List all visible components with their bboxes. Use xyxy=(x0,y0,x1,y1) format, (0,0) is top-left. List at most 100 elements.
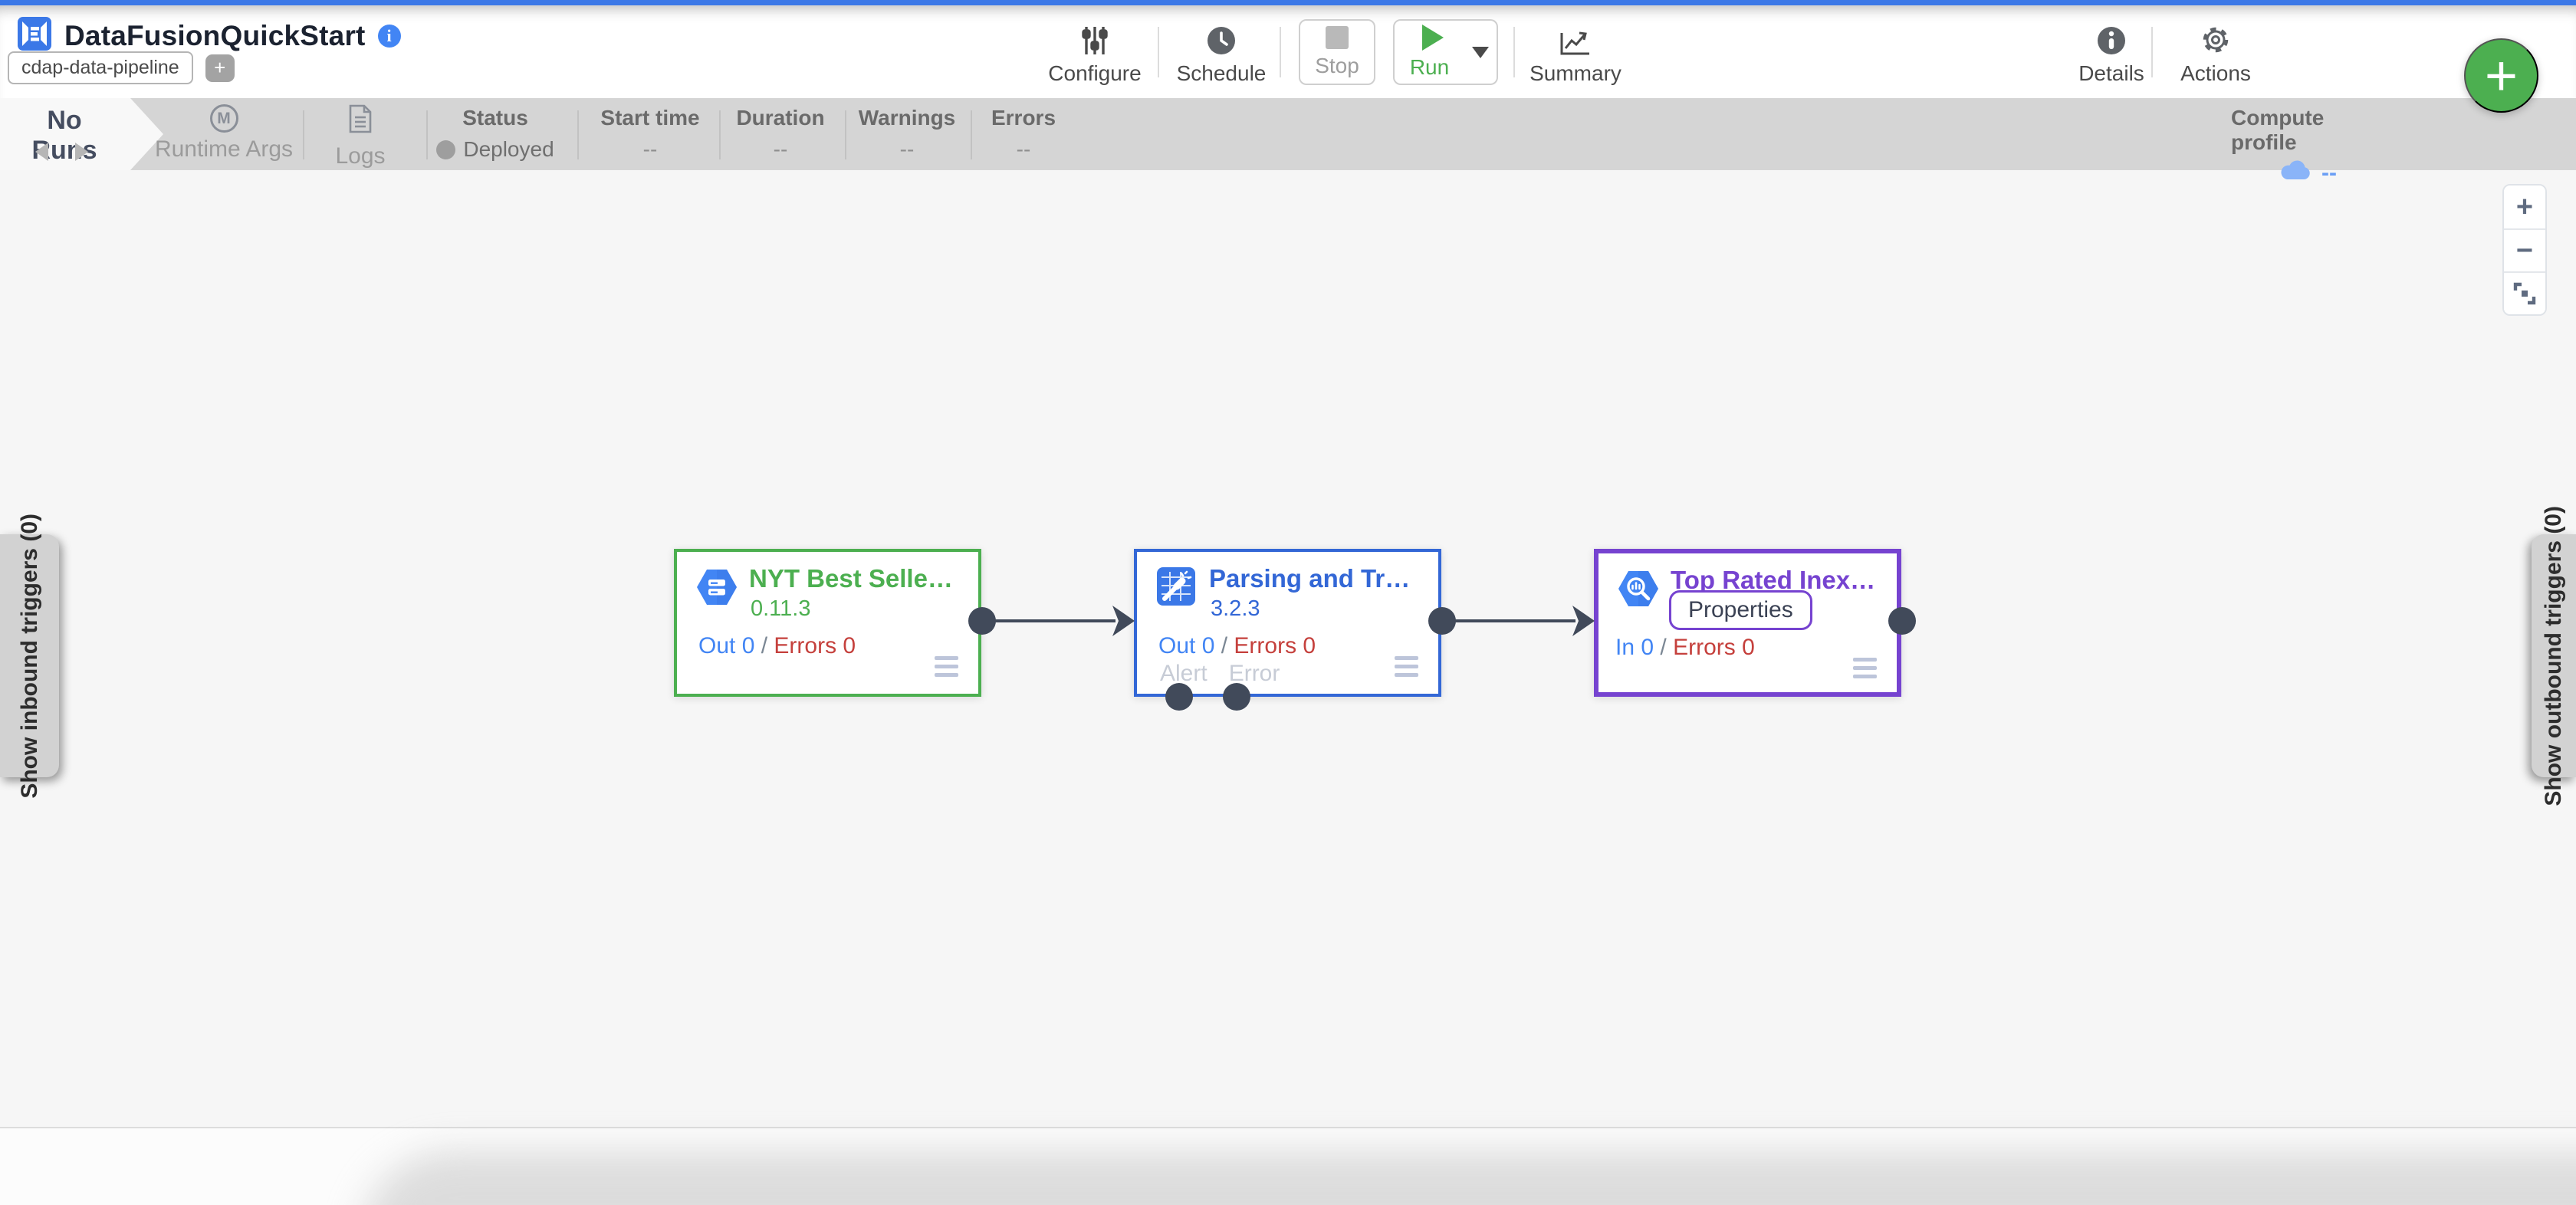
status-column-header: Status xyxy=(462,106,528,130)
summary-button[interactable]: Summary xyxy=(1522,22,1629,86)
zoom-out-button[interactable]: − xyxy=(2504,228,2545,271)
runtime-args-label: Runtime Args xyxy=(154,136,294,162)
toolbar-divider xyxy=(2151,27,2153,77)
node-metrics: Out 0 / Errors 0 xyxy=(698,633,856,659)
errors-header: Errors xyxy=(991,106,1056,130)
outbound-triggers-tab[interactable]: Show outbound triggers (0) xyxy=(2532,506,2576,806)
previous-run-arrow[interactable] xyxy=(35,143,48,161)
error-count: Errors 0 xyxy=(1234,633,1316,658)
statusbar-divider xyxy=(845,110,846,159)
toolbar-divider xyxy=(1280,27,1281,77)
node-menu-icon[interactable] xyxy=(935,656,958,677)
pipeline-title: DataFusionQuickStart xyxy=(64,19,366,51)
compute-profile-label: Compute profile xyxy=(2231,106,2325,154)
output-port-dot[interactable] xyxy=(968,607,996,635)
add-plugin-fab-button[interactable]: + xyxy=(2464,38,2538,113)
alert-port-dot[interactable] xyxy=(1165,683,1193,711)
statusbar-divider xyxy=(577,110,579,159)
logs-button[interactable]: Logs xyxy=(284,104,437,169)
schedule-label: Schedule xyxy=(1176,61,1267,85)
actions-button[interactable]: Actions xyxy=(2162,22,2269,86)
macro-m-icon: M xyxy=(209,104,238,133)
runtime-args-button[interactable]: M Runtime Args xyxy=(147,104,301,163)
logs-label: Logs xyxy=(335,143,386,169)
out-count: Out 0 xyxy=(1158,633,1215,658)
run-button[interactable]: Run xyxy=(1393,19,1466,85)
properties-button[interactable]: Properties xyxy=(1669,590,1812,630)
node-title: Parsing and Tr… xyxy=(1209,564,1411,593)
start-time-value: -- xyxy=(642,137,658,161)
pipeline-node-sink[interactable]: Top Rated Inex… Properties In 0 / Errors… xyxy=(1594,549,1901,697)
stop-label: Stop xyxy=(1315,54,1359,77)
pipeline-node-source[interactable]: NYT Best Selle… 0.11.3 Out 0 / Errors 0 xyxy=(674,549,981,697)
wrangler-icon xyxy=(1155,566,1197,611)
fit-to-screen-icon xyxy=(2513,282,2536,305)
error-count: Errors 0 xyxy=(774,633,856,658)
toolbar-divider xyxy=(1513,27,1515,77)
configure-button[interactable]: Configure xyxy=(1041,22,1148,86)
status-dot xyxy=(436,140,456,159)
inbound-triggers-tab[interactable]: Show inbound triggers (0) xyxy=(0,514,59,798)
stop-button[interactable]: Stop xyxy=(1299,19,1375,85)
connection-line xyxy=(982,619,1116,622)
schedule-button[interactable]: Schedule xyxy=(1168,22,1275,86)
error-port-dot[interactable] xyxy=(1223,683,1250,711)
compute-profile-block[interactable]: Compute profile -- xyxy=(2231,106,2384,187)
logs-document-icon xyxy=(349,104,372,140)
bigquery-hexagon-icon xyxy=(1617,567,1660,614)
pipeline-tag-row: cdap-data-pipeline + xyxy=(8,51,235,84)
toolbar-divider xyxy=(1158,27,1159,77)
node-title: NYT Best Selle… xyxy=(749,564,953,593)
node-metrics: Out 0 / Errors 0 xyxy=(1158,633,1316,659)
pipeline-type-tag: cdap-data-pipeline xyxy=(8,51,193,84)
play-icon xyxy=(1421,25,1444,51)
warnings-value: -- xyxy=(899,137,915,161)
brand-block: DataFusionQuickStart i xyxy=(17,16,401,55)
pipeline-node-transform[interactable]: Parsing and Tr… 3.2.3 Out 0 / Errors 0 A… xyxy=(1134,549,1441,697)
start-time-header: Start time xyxy=(600,106,700,130)
output-port-dot[interactable] xyxy=(1888,607,1916,635)
details-info-icon xyxy=(2096,22,2127,56)
errors-column: Errors -- xyxy=(955,106,1092,162)
node-port-labels: Alert Error xyxy=(1160,661,1280,687)
pipeline-header: DataFusionQuickStart i cdap-data-pipelin… xyxy=(0,5,2576,98)
metrics-separator: / xyxy=(761,633,768,658)
chart-trend-icon xyxy=(1559,22,1592,56)
out-count: Out 0 xyxy=(698,633,755,658)
stop-icon xyxy=(1326,26,1349,49)
connection-line xyxy=(1442,619,1576,622)
run-label: Run xyxy=(1409,55,1450,79)
connection-arrowhead xyxy=(1112,606,1135,636)
actions-label: Actions xyxy=(2180,61,2251,85)
duration-value: -- xyxy=(773,137,788,161)
connection-arrowhead xyxy=(1572,606,1595,636)
runs-tab: No Runs xyxy=(0,98,163,170)
run-options-dropdown-button[interactable] xyxy=(1464,19,1498,85)
top-accent-strip xyxy=(0,0,2576,5)
run-status-bar: No Runs M Runtime Args Logs Status xyxy=(0,98,2576,186)
node-menu-icon[interactable] xyxy=(1853,658,1877,678)
node-title: Top Rated Inex… xyxy=(1671,566,1876,594)
configure-label: Configure xyxy=(1048,61,1142,85)
add-tag-button[interactable]: + xyxy=(205,54,235,82)
duration-header: Duration xyxy=(736,106,825,130)
statusbar-divider xyxy=(971,110,972,159)
gear-icon xyxy=(2200,22,2232,56)
node-menu-icon[interactable] xyxy=(1395,656,1418,677)
warnings-column: Warnings -- xyxy=(838,106,976,162)
zoom-in-button[interactable]: + xyxy=(2504,186,2545,228)
runs-count-label: No Runs xyxy=(31,106,97,165)
clock-icon xyxy=(1206,22,1237,56)
pipeline-info-icon[interactable]: i xyxy=(377,24,401,48)
fit-to-screen-button[interactable] xyxy=(2504,271,2545,314)
statusbar-divider xyxy=(719,110,721,159)
summary-label: Summary xyxy=(1530,61,1622,85)
datastore-hexagon-icon xyxy=(695,566,738,612)
output-port-dot[interactable] xyxy=(1428,607,1456,635)
statusbar-divider xyxy=(426,110,428,159)
details-button[interactable]: Details xyxy=(2058,22,2165,86)
next-run-arrow[interactable] xyxy=(75,143,88,161)
canvas-zoom-controls: + − xyxy=(2502,184,2547,316)
pipeline-canvas[interactable]: NYT Best Selle… 0.11.3 Out 0 / Errors 0 xyxy=(0,170,2576,1205)
chevron-down-icon xyxy=(1472,46,1489,58)
